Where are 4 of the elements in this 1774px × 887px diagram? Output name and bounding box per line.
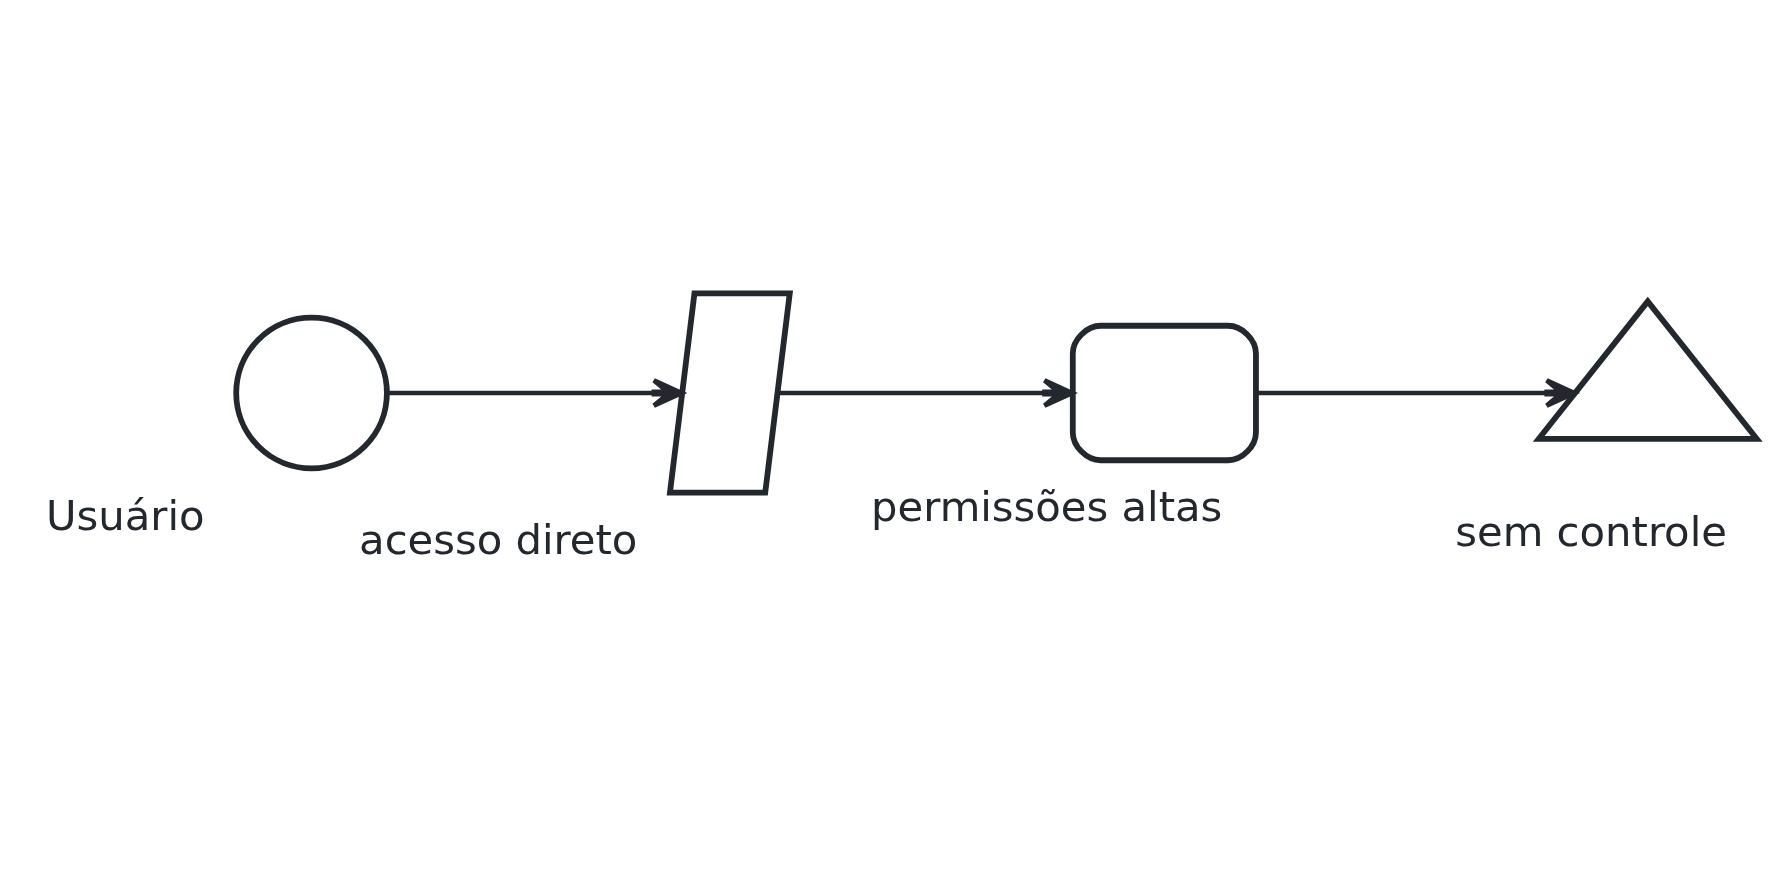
node-label: sem controle bbox=[1454, 506, 1727, 556]
node-label: permissões altas bbox=[870, 481, 1222, 531]
node-label: Usuário bbox=[45, 490, 205, 540]
node-label: acesso direto bbox=[358, 514, 637, 564]
